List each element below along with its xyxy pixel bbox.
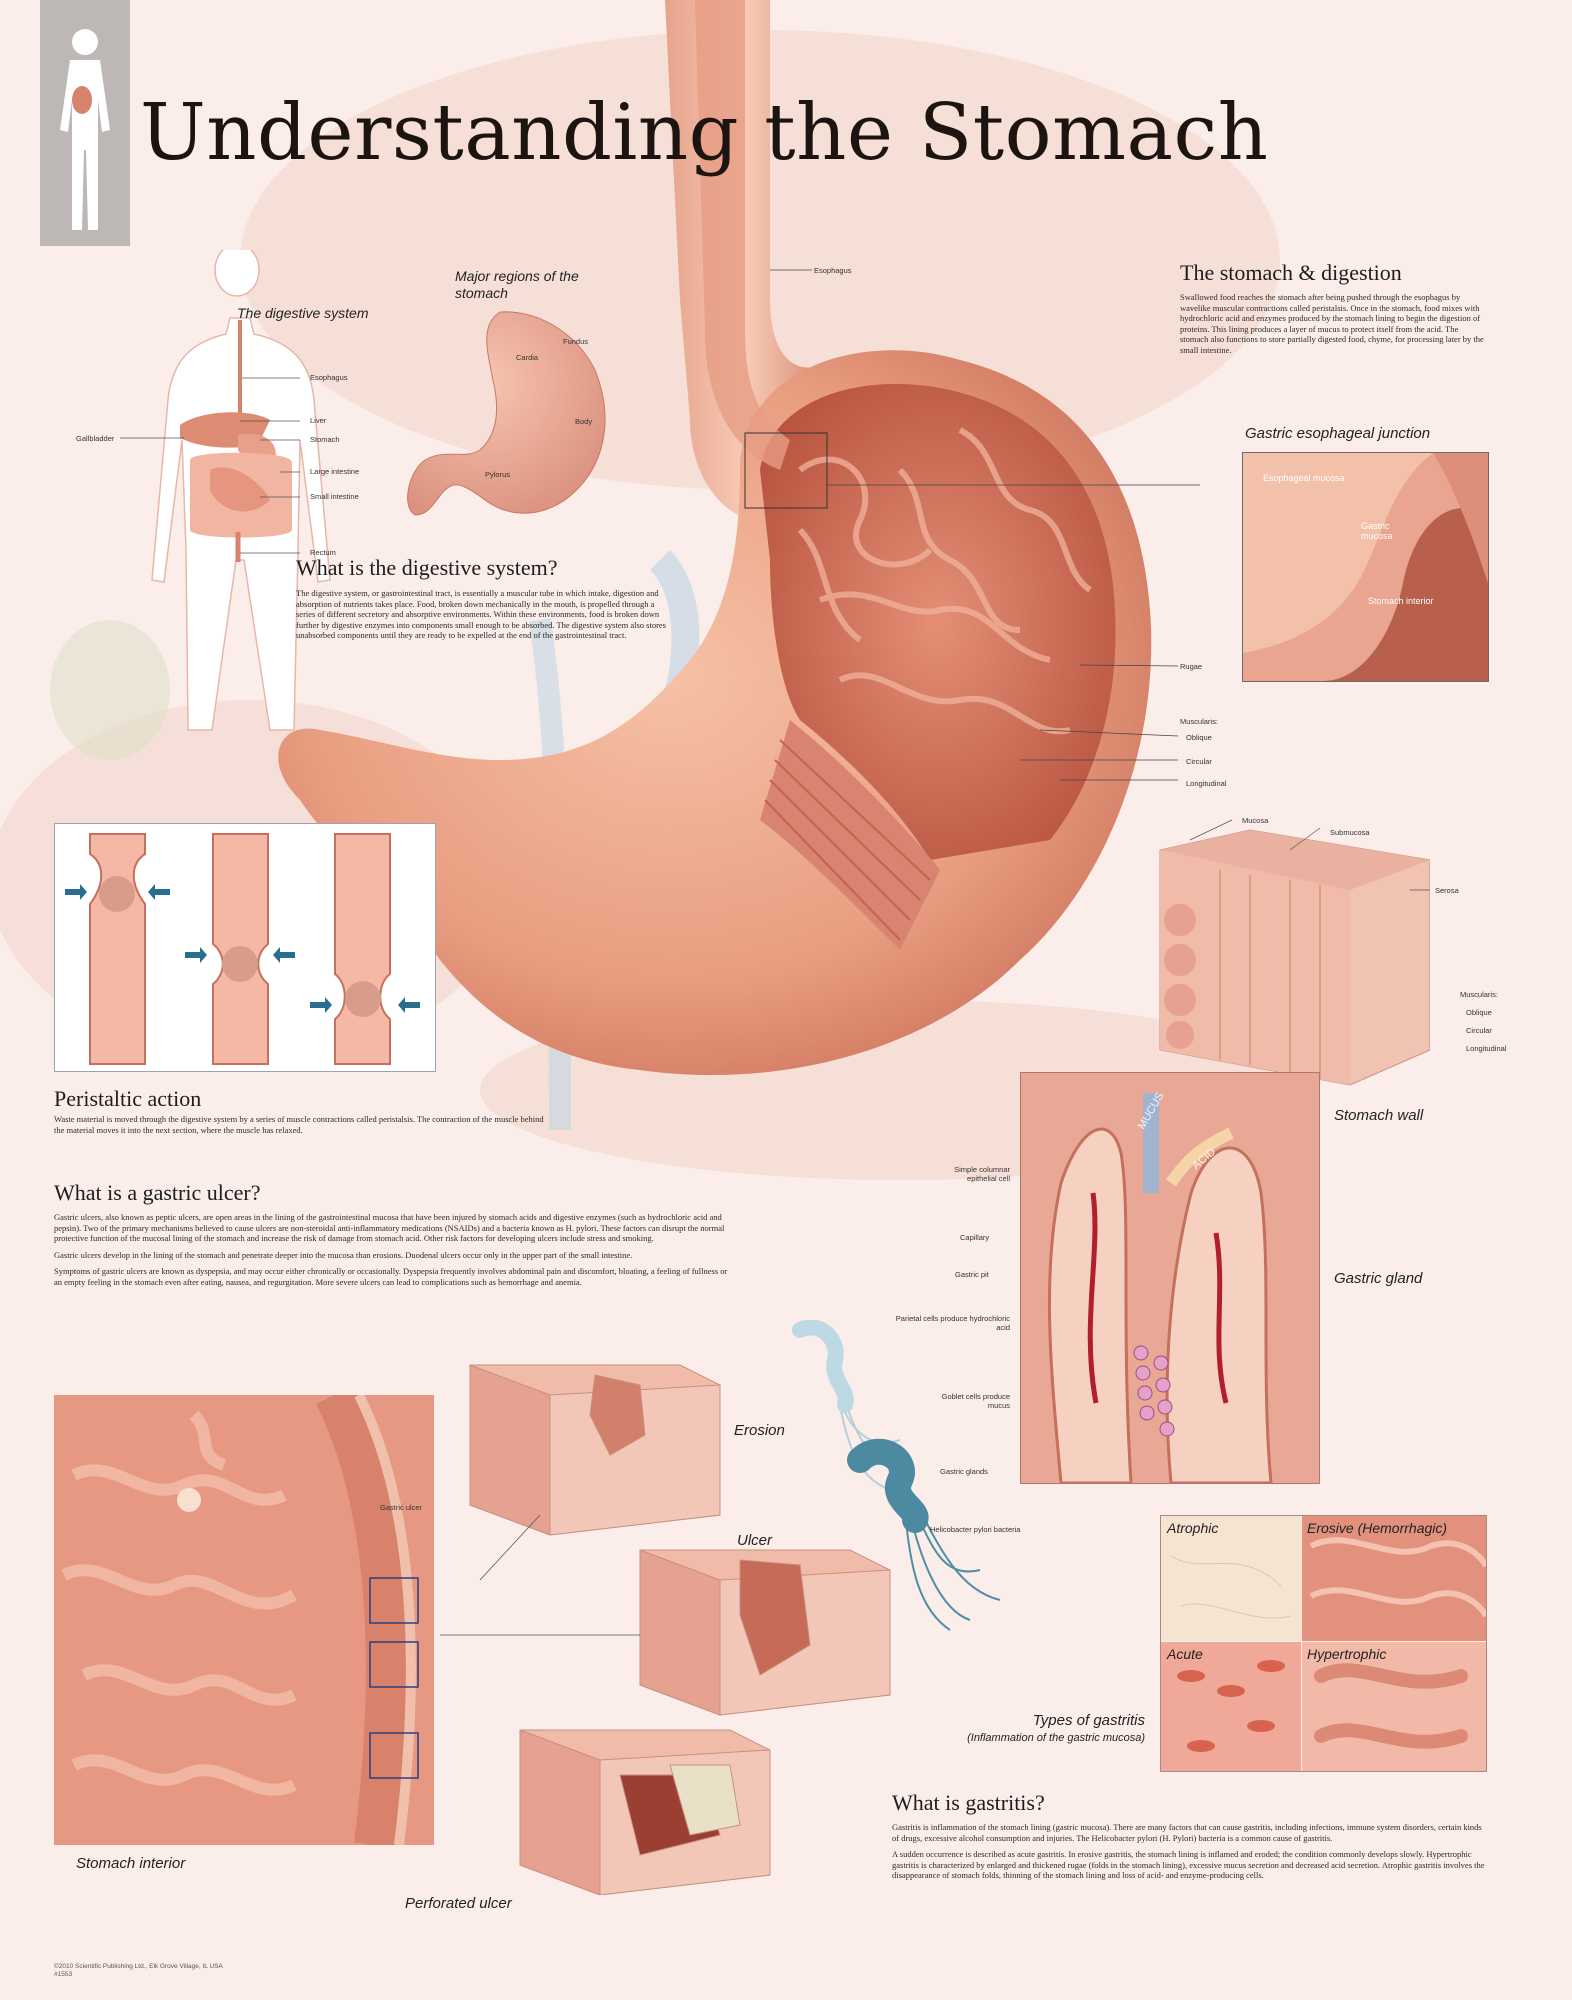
regions-caption: Major regions of the stomach — [455, 268, 579, 301]
label-gastric-ulcer: Gastric ulcer — [380, 1503, 423, 1512]
atrophic-label: Atrophic — [1167, 1520, 1219, 1536]
peristaltic-text: Waste material is moved through the dige… — [54, 1114, 544, 1135]
digestive-text: The digestive system, or gastrointestina… — [296, 588, 666, 641]
label-wall-muscularis: Muscularis: — [1460, 990, 1498, 999]
label-mucosa: Mucosa — [1242, 816, 1269, 825]
gastritis-text: Gastritis is inflammation of the stomach… — [892, 1822, 1487, 1887]
gastric-gland-illustration — [1021, 1073, 1319, 1483]
stomach-digestion-text: Swallowed food reaches the stomach after… — [1180, 292, 1484, 355]
label-fundus: Fundus — [563, 337, 589, 346]
bacteria-label: Helicobacter pylori bacteria — [930, 1525, 1021, 1534]
digestive-system-caption: The digestive system — [237, 305, 369, 321]
stomach-interior-caption: Stomach interior — [76, 1855, 186, 1872]
bacteria-illustration — [792, 1320, 1001, 1631]
digestive-system-figure — [120, 250, 331, 731]
label-main-esophagus: Esophagus — [814, 266, 852, 275]
label-pylorus: Pylorus — [485, 470, 511, 479]
label-rugae: Rugae — [1180, 662, 1203, 671]
perforated-caption: Perforated ulcer — [405, 1895, 512, 1912]
label-esophageal-mucosa: Esophageal mucosa — [1263, 473, 1345, 483]
peristaltic-illustration — [65, 833, 420, 1065]
gastritis-paragraph-2: A sudden occurrence is described as acut… — [892, 1849, 1485, 1881]
label-gastric-glands: Gastric glands — [940, 1467, 988, 1476]
label-circular: Circular — [1186, 757, 1212, 766]
gastritis-heading: What is gastritis? — [892, 1790, 1045, 1815]
copyright-text: ©2010 Scientific Publishing Ltd., Elk Gr… — [54, 1963, 223, 1970]
peristaltic-heading: Peristaltic action — [54, 1086, 202, 1111]
erosion-caption: Erosion — [734, 1422, 785, 1439]
label-stomach: Stomach — [310, 435, 340, 444]
label-muscularis: Muscularis: — [1180, 717, 1218, 726]
stomach-wall-caption: Stomach wall — [1334, 1107, 1424, 1124]
atrophic-cell — [1161, 1516, 1301, 1641]
gastritis-types-subcaption: (Inflammation of the gastric mucosa) — [967, 1732, 1145, 1744]
gastric-ulcer-heading: What is a gastric ulcer? — [54, 1180, 261, 1205]
stomach-digestion-heading: The stomach & digestion — [1180, 260, 1402, 285]
ulcer-paragraph-3: Symptoms of gastric ulcers are known as … — [54, 1266, 728, 1287]
label-parietal-cells: Parietal cells produce hydrochloric acid — [895, 1314, 1010, 1332]
acute-label: Acute — [1167, 1646, 1203, 1662]
label-small-intestine: Small intestine — [310, 492, 359, 501]
label-epithelial-cell: Simple columnar epithelial cell — [954, 1165, 1010, 1183]
label-longitudinal: Longitudinal — [1186, 779, 1227, 788]
label-large-intestine: Large intestine — [310, 467, 360, 476]
stomach-regions-figure — [407, 311, 606, 516]
gastritis-textures — [1170, 1537, 1486, 1752]
digestive-heading: What is the digestive system? — [296, 555, 558, 580]
ulcer-caption: Ulcer — [737, 1532, 773, 1549]
stomach-interior-panel — [54, 1395, 434, 1845]
human-figure-icon — [60, 29, 110, 230]
copyright: ©2010 Scientific Publishing Ltd., Elk Gr… — [54, 1963, 223, 1979]
label-serosa: Serosa — [1435, 886, 1459, 895]
ulcer-blocks — [440, 1364, 891, 1895]
gej-illustration — [1243, 453, 1488, 681]
catalog-number: #1553 — [54, 1971, 73, 1978]
label-rectum: Rectum — [310, 548, 336, 557]
gastric-ulcer-text: Gastric ulcers, also known as peptic ulc… — [54, 1212, 734, 1294]
label-submucosa: Submucosa — [1330, 828, 1370, 837]
stomach-interior-illustration — [54, 1395, 434, 1845]
gej-panel: Esophageal mucosa Gastric mucosa Stomach… — [1242, 452, 1489, 682]
label-wall-oblique: Oblique — [1466, 1008, 1492, 1017]
label-gastric-pit: Gastric pit — [955, 1270, 989, 1279]
page-title: Understanding the Stomach — [140, 88, 1269, 178]
label-esophagus: Esophagus — [310, 373, 348, 382]
hypertrophic-cell — [1302, 1642, 1486, 1771]
main-leader-lines — [744, 269, 1200, 781]
gastric-gland-panel: MUCUS ACID — [1020, 1072, 1320, 1484]
label-wall-circular: Circular — [1466, 1026, 1492, 1035]
label-cardia: Cardia — [516, 353, 539, 362]
label-goblet-cells: Goblet cells produce mucus — [941, 1392, 1010, 1410]
gastritis-types-grid: Atrophic Erosive (Hemorrhagic) Acute Hyp… — [1160, 1515, 1487, 1772]
label-gastric-mucosa: Gastric mucosa — [1361, 521, 1393, 541]
hypertrophic-label: Hypertrophic — [1307, 1646, 1387, 1662]
ulcer-paragraph-1: Gastric ulcers, also known as peptic ulc… — [54, 1212, 725, 1244]
label-capillary: Capillary — [960, 1233, 990, 1242]
erosive-cell — [1302, 1516, 1486, 1641]
stomach-wall-block — [1159, 819, 1430, 1086]
label-body: Body — [575, 417, 593, 426]
label-stomach-interior: Stomach interior — [1368, 596, 1434, 606]
label-oblique: Oblique — [1186, 733, 1212, 742]
erosive-label: Erosive (Hemorrhagic) — [1307, 1520, 1448, 1536]
label-liver: Liver — [310, 416, 327, 425]
gastritis-paragraph-1: Gastritis is inflammation of the stomach… — [892, 1822, 1482, 1843]
peristaltic-panel — [54, 823, 436, 1072]
label-gallbladder: Gallbladder — [76, 434, 115, 443]
figure-tab — [40, 0, 130, 246]
gastric-gland-caption: Gastric gland — [1334, 1270, 1423, 1287]
ulcer-paragraph-2: Gastric ulcers develop in the lining of … — [54, 1249, 633, 1260]
gej-caption: Gastric esophageal junction — [1245, 425, 1431, 442]
label-wall-longitudinal: Longitudinal — [1466, 1044, 1507, 1053]
gastritis-types-caption: Types of gastritis — [1032, 1712, 1145, 1729]
